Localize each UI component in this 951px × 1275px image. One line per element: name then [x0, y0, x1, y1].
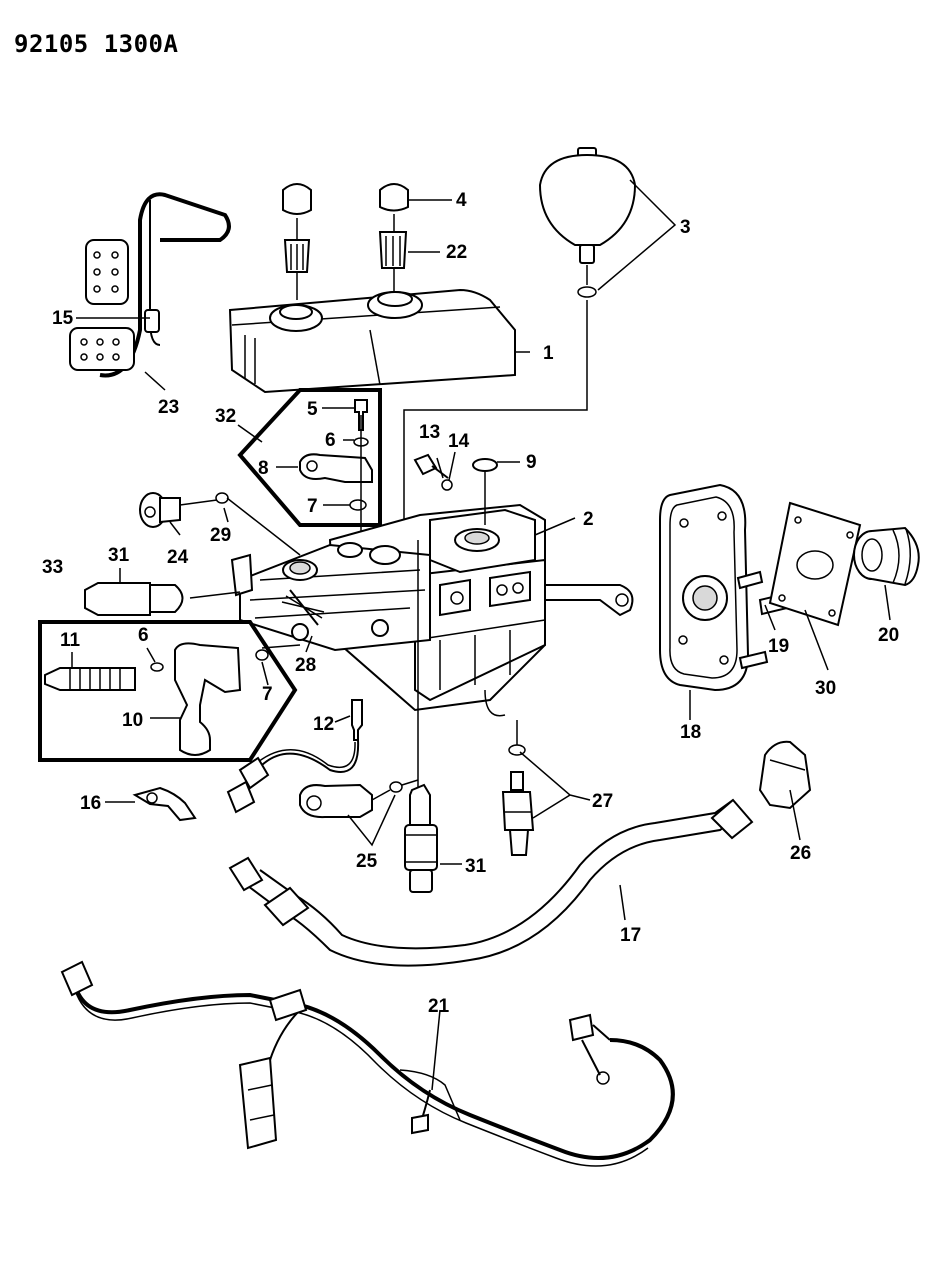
callout-7b: 7: [262, 684, 273, 705]
fluid-reservoir: [228, 288, 516, 394]
callout-4: 4: [456, 190, 467, 211]
small-fasteners: [413, 453, 498, 525]
callout-2: 2: [583, 509, 594, 530]
pressure-switch-27: [501, 720, 535, 856]
callout-16: 16: [80, 793, 101, 814]
grommet-20: [853, 526, 920, 587]
callout-9: 9: [526, 452, 537, 473]
wheel-speed-sensor: [226, 699, 363, 814]
valve-manifold: [230, 542, 431, 652]
callout-6b: 6: [138, 625, 149, 646]
callout-13: 13: [419, 422, 440, 443]
callout-10: 10: [122, 710, 143, 731]
adapter-plate-30: [768, 501, 862, 627]
bracket-group-33: [38, 620, 301, 762]
callout-22: 22: [446, 242, 467, 263]
valve-bracket-group: [237, 388, 382, 540]
callout-12: 12: [313, 714, 334, 735]
drawing-code: 92105 1300A: [14, 30, 179, 58]
clip-16: [132, 786, 197, 822]
pressure-switch-25: [299, 779, 419, 819]
callout-31a: 31: [108, 545, 130, 566]
callout-1: 1: [543, 343, 554, 364]
callout-26: 26: [790, 843, 811, 864]
callout-24: 24: [167, 547, 189, 568]
callout-27: 27: [592, 791, 613, 812]
callout-30: 30: [815, 678, 836, 699]
callout-33: 33: [42, 557, 63, 578]
callout-8: 8: [258, 458, 269, 479]
callout-18: 18: [680, 722, 701, 743]
callout-6a: 6: [325, 430, 336, 451]
callout-25: 25: [356, 851, 378, 872]
callout-20: 20: [878, 625, 899, 646]
callout-3: 3: [680, 217, 691, 238]
wiring-harness-21: [60, 960, 675, 1167]
callout-11: 11: [60, 630, 81, 651]
callout-32: 32: [215, 406, 236, 427]
callout-19: 19: [768, 636, 789, 657]
callout-31b: 31: [465, 856, 487, 877]
callout-14: 14: [448, 431, 470, 452]
callout-21: 21: [428, 996, 450, 1017]
callout-15: 15: [52, 308, 74, 329]
callout-29: 29: [210, 525, 231, 546]
pressure-sensor-upper: [84, 582, 241, 616]
callout-17: 17: [620, 925, 641, 946]
vacuum-tube-17: [228, 740, 812, 967]
callout-7a: 7: [307, 496, 318, 517]
pressure-sensor-lower: [404, 540, 438, 893]
reservoir-caps: [282, 183, 409, 300]
callout-23: 23: [158, 397, 179, 418]
fitting-24: [139, 492, 301, 556]
callout-28: 28: [295, 655, 316, 676]
callout-labels: 1 2 3 4 5 6 6 7 7 8 9 10 11 12 13 14 15 …: [42, 190, 899, 1017]
callout-5: 5: [307, 399, 318, 420]
leader-lines: [71, 179, 891, 1091]
harness-connectors: [69, 192, 231, 378]
mounting-plate-18: [659, 483, 789, 692]
